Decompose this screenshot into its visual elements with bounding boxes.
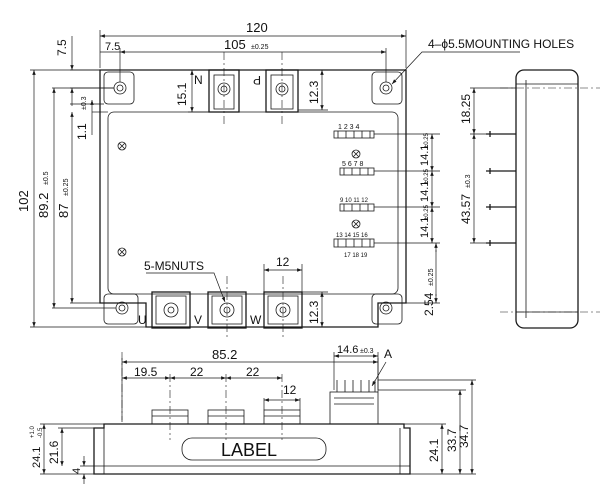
terminal-label-p: P: [253, 73, 261, 87]
mounting-holes-note: 4–ϕ5.5MOUNTING HOLES: [428, 37, 574, 51]
terminal-label-w: W: [250, 313, 262, 327]
screw-mark: [351, 219, 361, 229]
label-text: LABEL: [221, 440, 277, 460]
dim-top-offset: 7.5: [55, 39, 69, 56]
dim-24-1-left-tol-up: +1.0: [30, 425, 36, 438]
connector-1-4: 1 2 3 4: [333, 124, 375, 139]
mounting-hole-tr: [379, 81, 393, 95]
dim-height-pitch-tol: ±0.5: [43, 171, 50, 185]
dim-12-3-top: 12.3: [307, 80, 321, 104]
mounting-hole-br: [379, 301, 393, 315]
dim-14-1-b-tol: ±0.25: [424, 168, 430, 184]
dim-14-6: 14.6: [337, 344, 358, 356]
dim-43-57-tol: ±0.3: [465, 174, 472, 188]
dim-1-1-tol: ±0.3: [81, 96, 88, 110]
dim-21-6: 21.6: [47, 440, 61, 464]
side-view: 18.25 43.57 ±0.3: [459, 69, 600, 329]
dim-hole-pitch-tol: ±0.25: [251, 44, 269, 51]
dim-2-54: 2.54: [422, 292, 436, 316]
dim-left-offset: 7.5: [105, 41, 120, 53]
front-view: LABEL 85.2 19.5 22 22 12 14.6 ±0.3 A 24.…: [30, 344, 476, 484]
callout-a: A: [384, 347, 392, 361]
dim-height-pitch: 89.2: [36, 193, 51, 218]
pin-block: [329, 391, 379, 425]
dim-24-1-left: 24.1: [31, 447, 43, 468]
dim-12-3-bottom: 12.3: [307, 300, 321, 324]
connector-pin-labels: 13 14 15 16: [336, 233, 368, 239]
screw-mark: [117, 247, 127, 257]
dim-43-57: 43.57: [459, 194, 473, 224]
dim-19-5: 19.5: [134, 365, 158, 379]
mounting-hole-bl: [115, 301, 129, 315]
connector-pin-labels: 9 10 11 12: [340, 198, 369, 204]
dim-15-1: 15.1: [175, 82, 189, 106]
terminal-u: [151, 291, 191, 329]
cover-outline: [107, 111, 399, 295]
connector-13-19: 13 14 15 16 17 18 19: [333, 233, 375, 259]
dim-12-horizontal: 12: [276, 255, 290, 269]
dim-14-1-a-tol: ±0.25: [424, 132, 430, 148]
dim-height-inner: 87: [56, 204, 71, 218]
dim-22-b: 22: [246, 365, 260, 379]
dim-33-7: 33.7: [445, 428, 459, 452]
top-view: N P U V W 1 2 3 4 5 6 7: [16, 20, 574, 340]
connector-pin-labels: 1 2 3 4: [338, 124, 360, 131]
dim-2-54-tol: ±0.25: [428, 268, 435, 286]
dim-14-1-c-tol: ±0.25: [424, 204, 430, 220]
terminal-label-n: N: [194, 73, 203, 87]
dim-22-a: 22: [190, 365, 204, 379]
dim-height-overall: 102: [16, 190, 31, 212]
corner-pad-tr: [371, 71, 403, 105]
connector-pin-labels-bottom: 17 18 19: [344, 253, 368, 259]
dim-85-2: 85.2: [212, 347, 237, 362]
dim-1-1: 1.1: [75, 123, 89, 140]
nuts-note: 5-M5NUTS: [144, 259, 204, 273]
dim-height-inner-tol: ±0.25: [63, 178, 70, 196]
dim-24-1-left-tol-dn: -0.5: [38, 427, 44, 438]
dim-overall-width: 120: [246, 20, 268, 35]
dim-4: 4: [71, 468, 83, 474]
mounting-hole-tl: [113, 81, 127, 95]
dim-12-front: 12: [283, 383, 297, 397]
dim-hole-pitch: 105: [224, 37, 246, 52]
connector-pin-labels: 5 6 7 8: [342, 161, 364, 168]
connector-5-8: 5 6 7 8: [339, 161, 375, 176]
dim-14-1-a: 14.1: [419, 145, 431, 166]
dim-14-1-b: 14.1: [419, 181, 431, 202]
terminal-label-v: V: [194, 313, 202, 327]
dim-14-1-c: 14.1: [419, 217, 431, 238]
corner-pad-bl: [103, 293, 139, 325]
base-plate-outline: [99, 69, 407, 328]
screw-mark: [351, 149, 361, 159]
side-body: [515, 69, 579, 329]
terminal-label-u: U: [138, 313, 147, 327]
dim-24-1-right: 24.1: [427, 438, 441, 462]
connector-9-12: 9 10 11 12: [339, 198, 375, 212]
dim-14-6-tol: ±0.3: [360, 348, 374, 355]
corner-pad-br: [371, 293, 403, 325]
label-box: [181, 437, 327, 461]
dim-18-25: 18.25: [459, 94, 473, 124]
screw-mark: [117, 141, 127, 151]
dim-34-7: 34.7: [457, 424, 471, 448]
